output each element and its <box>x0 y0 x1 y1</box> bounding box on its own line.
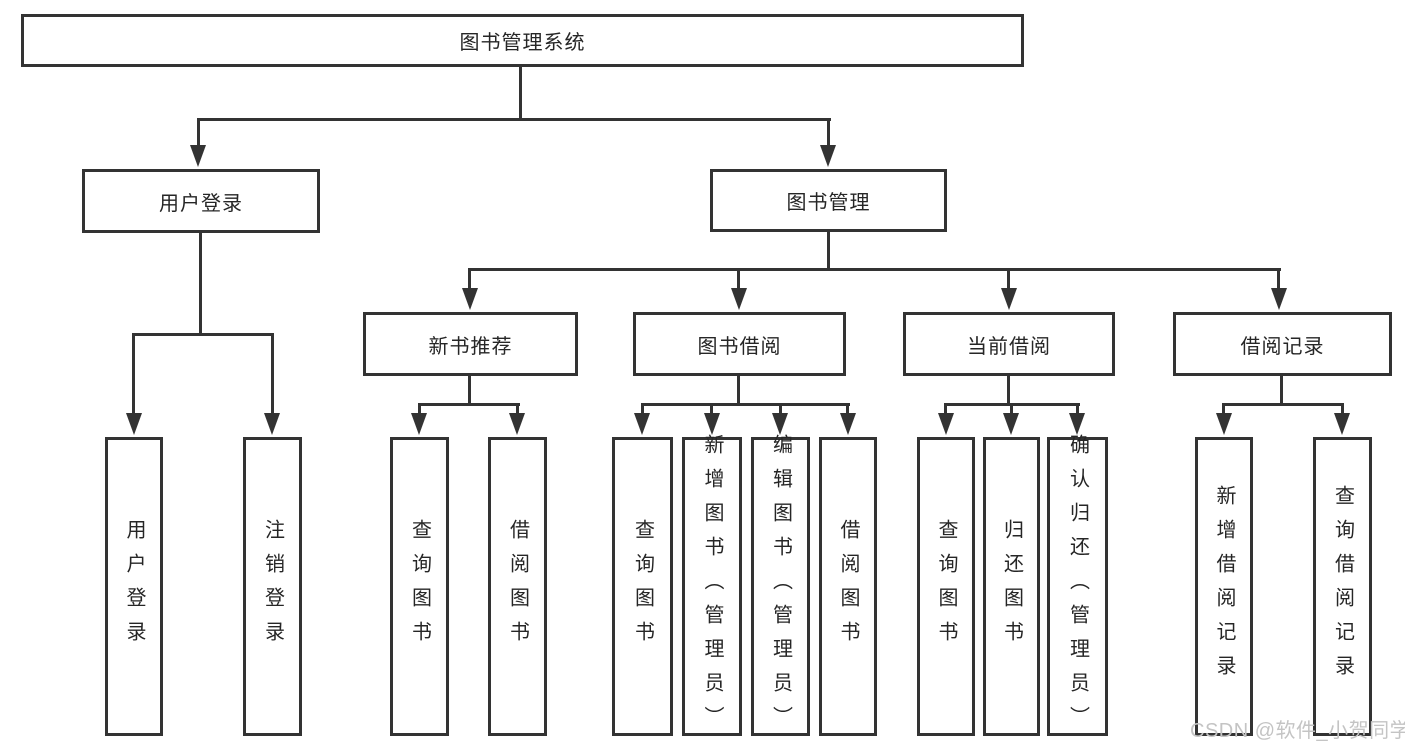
leaf-add-borrow-record: 新增借阅记录 <box>1195 437 1253 736</box>
node-borrow-records: 借阅记录 <box>1173 312 1392 376</box>
arrow-down-icon <box>1334 413 1350 435</box>
connector-vline <box>132 333 135 415</box>
node-borrow-records-label: 借阅记录 <box>1240 335 1325 358</box>
leaf-borrow-books-1-label: 借阅图书 <box>506 518 529 655</box>
node-book-borrow: 图书借阅 <box>633 312 846 376</box>
connector-vline <box>516 403 519 415</box>
leaf-query-books-2-label: 查询图书 <box>631 518 654 655</box>
leaf-borrow-books-2: 借阅图书 <box>819 437 877 736</box>
leaf-query-books-2: 查询图书 <box>612 437 673 736</box>
connector-vline <box>418 403 421 415</box>
leaf-query-borrow-record-label: 查询借阅记录 <box>1331 484 1354 689</box>
leaf-add-book-admin: 新增图书（管理员） <box>682 434 742 740</box>
leaf-return-book: 归还图书 <box>983 437 1040 736</box>
connector-vline <box>827 118 830 147</box>
arrow-down-icon <box>731 288 747 310</box>
node-book-management-label: 图书管理 <box>786 192 871 214</box>
leaf-user-login: 用户登录 <box>105 437 163 736</box>
leaf-confirm-return-admin-label: 确认归还（管理员） <box>1066 433 1089 740</box>
connector-vline <box>1010 403 1013 415</box>
arrow-down-icon <box>1003 413 1019 435</box>
connector-hline <box>468 268 1281 271</box>
connector-vline <box>827 232 830 271</box>
connector-hline <box>418 403 520 406</box>
leaf-query-books-3-label: 查询图书 <box>935 518 957 655</box>
connector-vline <box>1076 403 1079 415</box>
arrow-down-icon <box>1271 288 1287 310</box>
arrow-down-icon <box>1216 413 1232 435</box>
leaf-confirm-return-admin: 确认归还（管理员） <box>1047 434 1108 740</box>
connector-vline <box>1007 268 1010 290</box>
connector-vline <box>271 333 274 415</box>
connector-vline <box>1280 376 1283 406</box>
node-current-borrow-label: 当前借阅 <box>967 335 1051 358</box>
leaf-query-books-1: 查询图书 <box>390 437 449 736</box>
connector-vline <box>199 233 202 335</box>
arrow-down-icon <box>840 413 856 435</box>
arrow-down-icon <box>264 413 280 435</box>
node-current-borrow: 当前借阅 <box>903 312 1115 376</box>
connector-vline <box>710 403 713 415</box>
arrow-down-icon <box>411 413 427 435</box>
node-user-login: 用户登录 <box>82 169 320 233</box>
leaf-query-books-3: 查询图书 <box>917 437 975 736</box>
arrow-down-icon <box>820 145 836 167</box>
connector-vline <box>197 118 200 147</box>
arrow-down-icon <box>1001 288 1017 310</box>
connector-vline <box>737 376 740 406</box>
arrow-down-icon <box>1069 413 1085 435</box>
arrow-down-icon <box>462 288 478 310</box>
connector-vline <box>1007 376 1010 406</box>
arrow-down-icon <box>509 413 525 435</box>
leaf-borrow-books-2-label: 借阅图书 <box>837 518 859 655</box>
leaf-edit-book-admin: 编辑图书（管理员） <box>751 434 810 740</box>
node-book-management: 图书管理 <box>710 169 947 232</box>
node-user-login-label: 用户登录 <box>159 192 243 215</box>
leaf-borrow-books-1: 借阅图书 <box>488 437 547 736</box>
arrow-down-icon <box>126 413 142 435</box>
connector-hline <box>132 333 274 336</box>
leaf-logout: 注销登录 <box>243 437 302 736</box>
leaf-return-book-label: 归还图书 <box>1000 518 1023 655</box>
connector-vline <box>737 268 740 290</box>
arrow-down-icon <box>704 413 720 435</box>
connector-hline <box>1222 403 1344 406</box>
connector-vline <box>468 376 471 406</box>
connector-vline <box>846 403 849 415</box>
connector-hline <box>641 403 850 406</box>
node-new-book-recommend: 新书推荐 <box>363 312 578 376</box>
arrow-down-icon <box>772 413 788 435</box>
arrow-down-icon <box>190 145 206 167</box>
connector-vline <box>519 67 522 118</box>
leaf-add-book-admin-label: 新增图书（管理员） <box>701 433 723 740</box>
connector-vline <box>944 403 947 415</box>
leaf-user-login-label: 用户登录 <box>123 518 145 655</box>
leaf-logout-label: 注销登录 <box>261 518 284 655</box>
connector-vline <box>641 403 644 415</box>
node-root-label: 图书管理系统 <box>459 32 586 54</box>
arrow-down-icon <box>938 413 954 435</box>
watermark: CSDN @软件_小贺同学 <box>1190 720 1405 742</box>
connector-vline <box>468 268 471 290</box>
leaf-edit-book-admin-label: 编辑图书（管理员） <box>769 433 792 740</box>
connector-vline <box>1222 403 1225 415</box>
connector-vline <box>1277 268 1280 290</box>
leaf-query-books-1-label: 查询图书 <box>408 518 431 655</box>
leaf-add-borrow-record-label: 新增借阅记录 <box>1213 484 1235 689</box>
leaf-query-borrow-record: 查询借阅记录 <box>1313 437 1372 736</box>
connector-vline <box>1341 403 1344 415</box>
arrow-down-icon <box>634 413 650 435</box>
connector-hline <box>197 118 831 121</box>
node-root: 图书管理系统 <box>21 14 1024 67</box>
node-new-book-recommend-label: 新书推荐 <box>428 335 513 358</box>
node-book-borrow-label: 图书借阅 <box>697 335 782 358</box>
connector-vline <box>779 403 782 415</box>
